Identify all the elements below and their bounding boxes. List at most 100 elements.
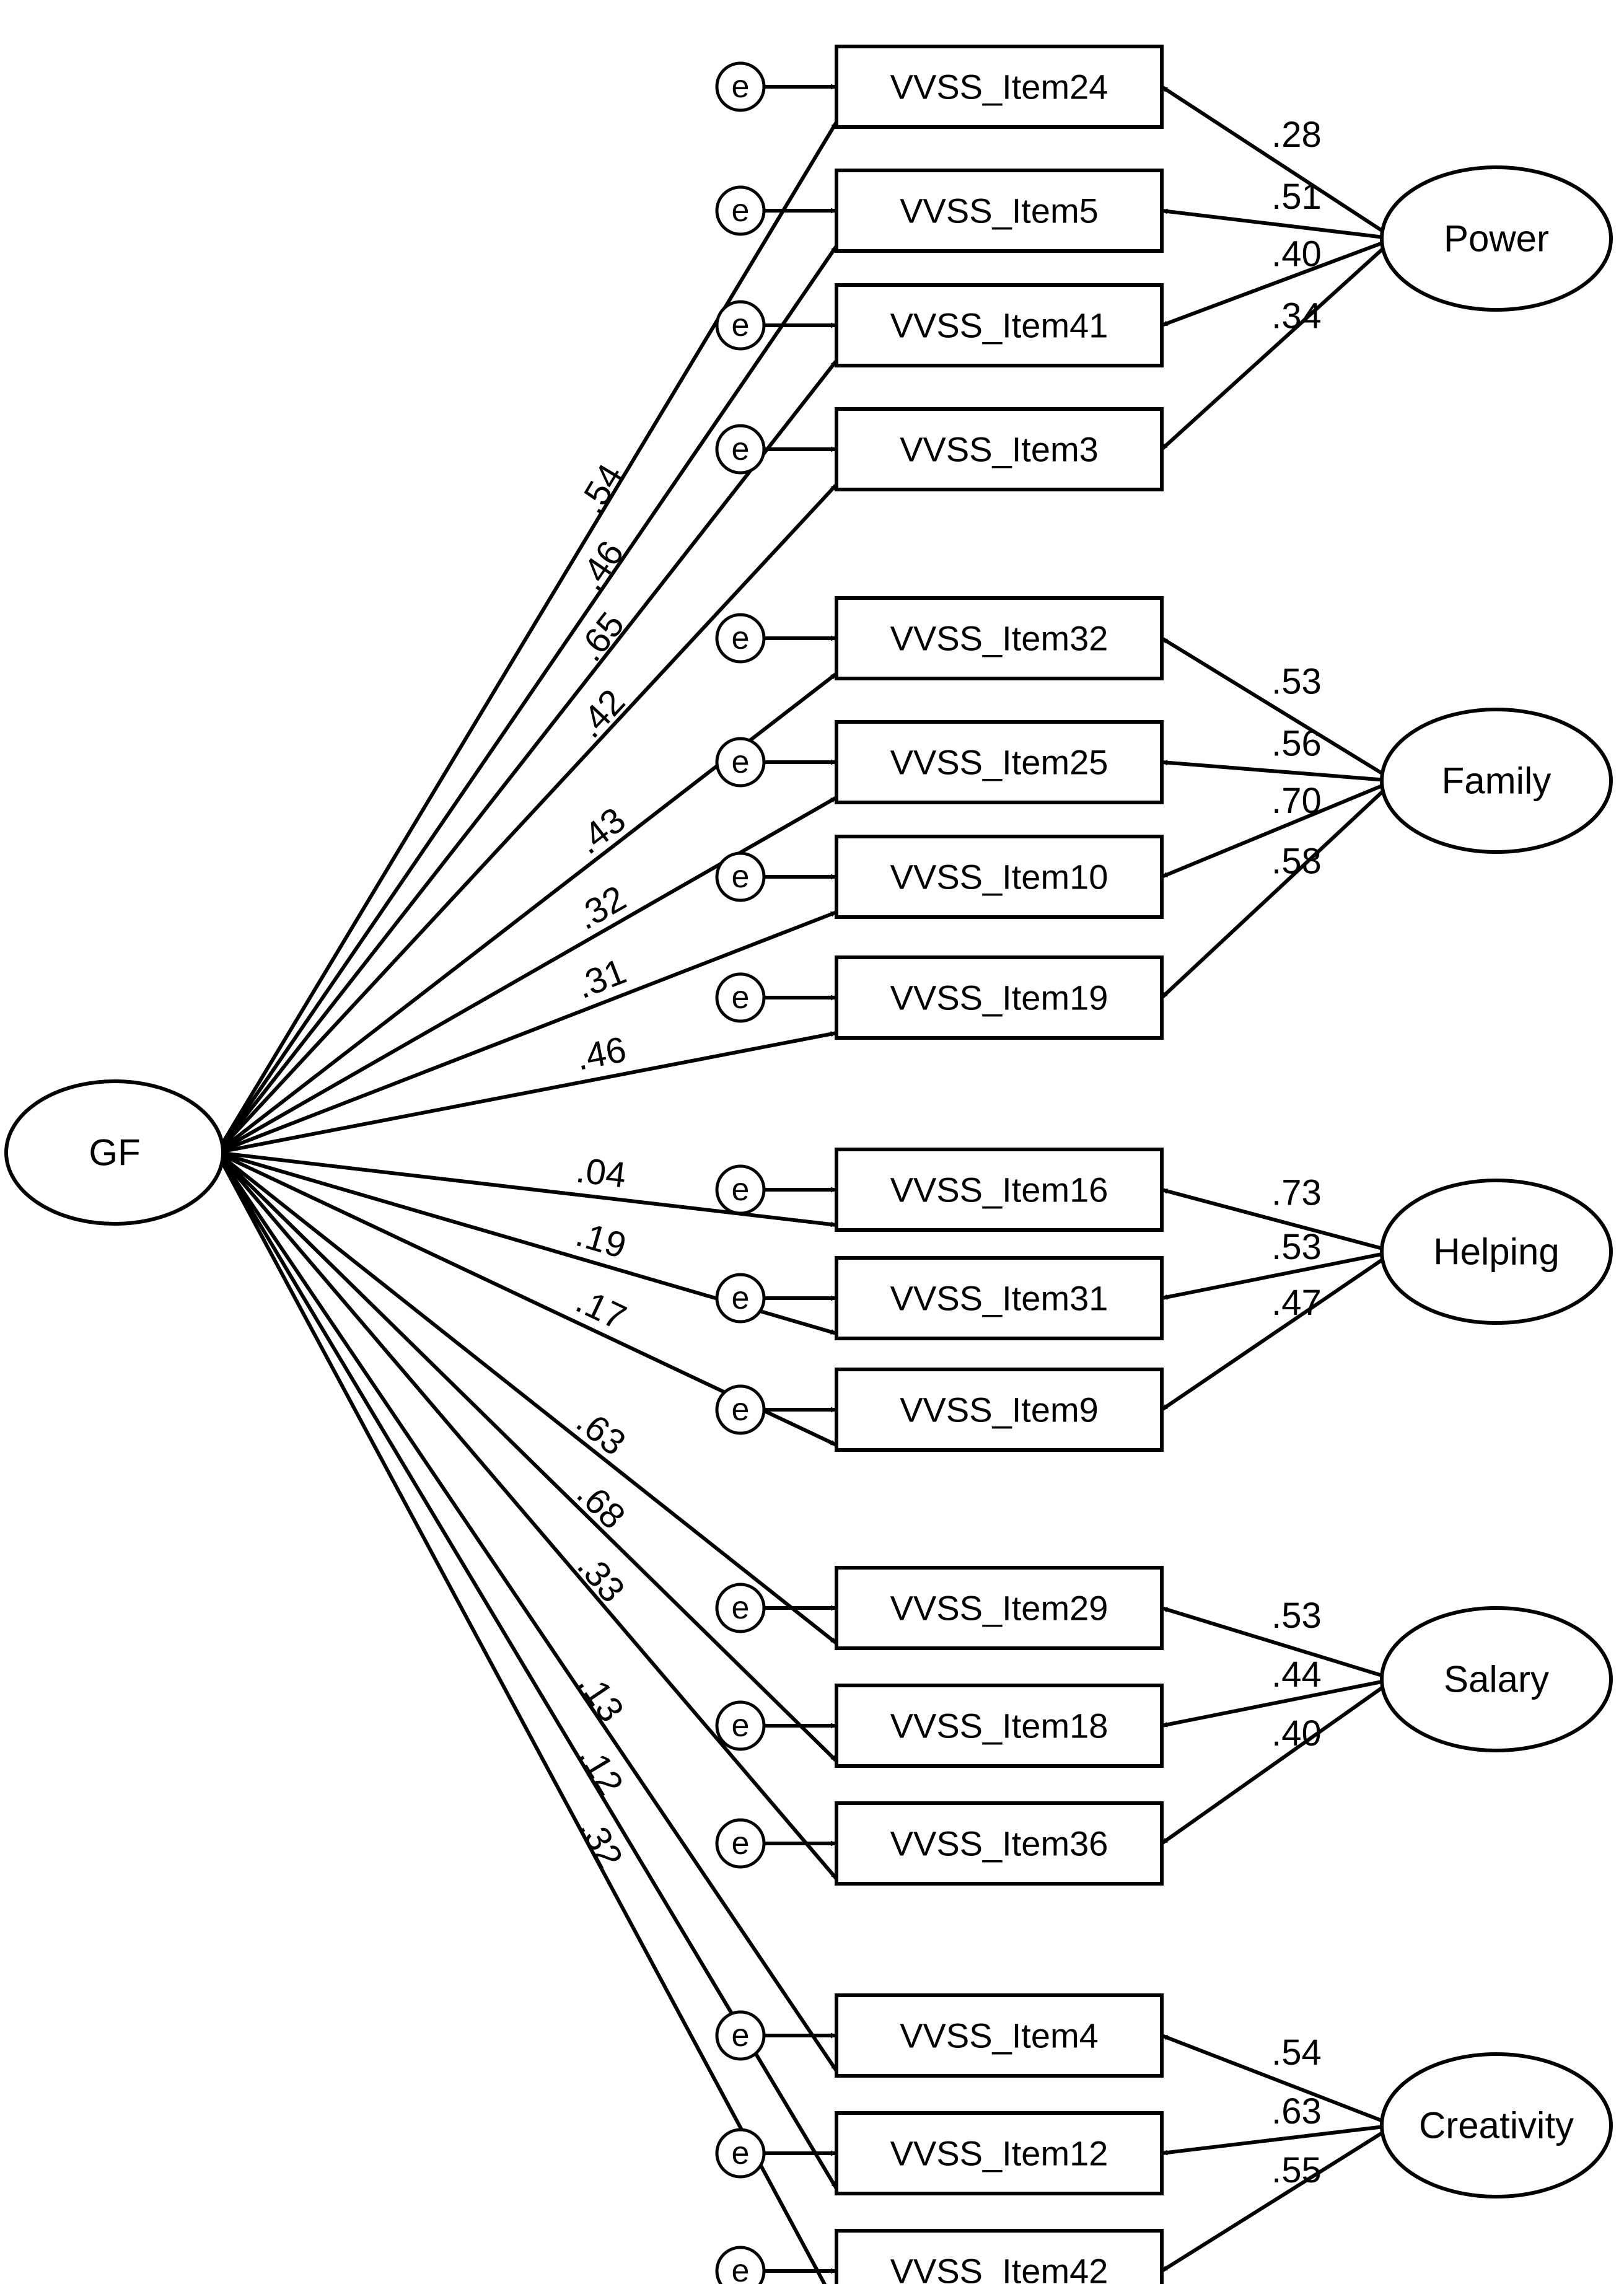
gf-loading-label: .04: [574, 1150, 628, 1196]
factor-path-VVSS_Item25: [1161, 760, 1395, 783]
error-label: e: [732, 2018, 750, 2053]
factor-loading-label: .73: [1271, 1173, 1322, 1213]
factor-loading-label: .53: [1271, 1227, 1322, 1267]
factor-label-creativity: Creativity: [1419, 2105, 1574, 2146]
error-circle: [715, 185, 766, 236]
error-label: e: [732, 1708, 750, 1744]
error-circle: [715, 737, 766, 788]
item-box-VVSS_Item25: [835, 720, 1164, 804]
item-label: VVSS_Item9: [900, 1390, 1099, 1430]
factor-label-salary: Salary: [1444, 1659, 1549, 1700]
factor-loading-label: .34: [1271, 296, 1322, 336]
error-label: e: [732, 980, 750, 1016]
factor-loading-label: .55: [1271, 2150, 1322, 2190]
gf-loading-label: .31: [571, 951, 632, 1007]
factor-path-VVSS_Item4: [1161, 2034, 1395, 2127]
factor-ellipse-power: [1380, 165, 1613, 312]
item-box-VVSS_Item10: [835, 835, 1164, 919]
error-label: e: [732, 744, 750, 780]
factor-path-VVSS_Item31: [1161, 1250, 1395, 1300]
factor-loading-label: .63: [1271, 2091, 1322, 2132]
factor-path-VVSS_Item24: [1161, 85, 1395, 240]
gf-loading-label: .43: [569, 799, 633, 862]
item-box-VVSS_Item12: [835, 2111, 1164, 2195]
error-circle: [715, 1583, 766, 1633]
factor-loading-label: .56: [1271, 724, 1322, 764]
item-label: VVSS_Item3: [900, 430, 1099, 469]
gf-loading-label: .32: [571, 1812, 630, 1875]
gf-path-VVSS_Item29: [216, 1151, 838, 1645]
error-label: e: [732, 859, 750, 895]
error-circle: [715, 1164, 766, 1215]
error-label: e: [732, 2135, 750, 2171]
factor-loading-label: .70: [1271, 781, 1322, 821]
gf-path-VVSS_Item41: [215, 359, 838, 1154]
item-label: VVSS_Item5: [900, 191, 1099, 231]
gf-loading-label: .33: [569, 1546, 633, 1610]
factor-path-VVSS_Item10: [1161, 779, 1395, 879]
gf-loading-label: .68: [569, 1473, 633, 1537]
factor-ellipse-salary: [1380, 1606, 1613, 1752]
item-box-VVSS_Item24: [835, 45, 1164, 129]
item-box-VVSS_Item41: [835, 283, 1164, 367]
item-box-VVSS_Item16: [835, 1148, 1164, 1232]
error-circle: [715, 300, 766, 351]
item-label: VVSS_Item36: [890, 1824, 1108, 1863]
gf-path-VVSS_Item19: [216, 1031, 837, 1154]
error-label: e: [732, 2253, 750, 2284]
error-label: e: [732, 1280, 750, 1316]
error-label: e: [732, 1172, 750, 1208]
gf-loading-label: .32: [569, 877, 633, 937]
error-circle: [715, 2128, 766, 2179]
factor-loading-label: .40: [1271, 1713, 1322, 1754]
gf-loading-label: .46: [570, 534, 631, 597]
factor-label-helping: Helping: [1433, 1231, 1559, 1273]
factor-label-power: Power: [1444, 218, 1549, 260]
error-label: e: [732, 620, 750, 656]
item-label: VVSS_Item19: [890, 978, 1108, 1017]
factor-loading-label: .53: [1271, 1596, 1322, 1636]
error-label: e: [732, 69, 750, 105]
item-label: VVSS_Item41: [890, 306, 1108, 345]
item-box-VVSS_Item31: [835, 1256, 1164, 1340]
factor-path-VVSS_Item9: [1161, 1250, 1395, 1412]
gf-loading-label: .65: [570, 605, 633, 669]
factor-path-VVSS_Item16: [1161, 1188, 1395, 1254]
item-label: VVSS_Item32: [890, 619, 1108, 658]
error-circle: [715, 1273, 766, 1324]
factor-path-VVSS_Item32: [1161, 636, 1395, 783]
item-box-VVSS_Item5: [835, 169, 1164, 253]
gf-loading-label: .46: [573, 1029, 629, 1078]
item-box-VVSS_Item42: [835, 2229, 1164, 2284]
factor-loading-label: .28: [1271, 115, 1322, 155]
item-label: VVSS_Item10: [890, 858, 1108, 897]
gf-path-VVSS_Item5: [215, 245, 838, 1154]
item-label: VVSS_Item24: [890, 68, 1108, 107]
error-circle: [715, 61, 766, 112]
item-box-VVSS_Item32: [835, 596, 1164, 680]
factor-path-VVSS_Item3: [1160, 237, 1396, 451]
gf-path-VVSS_Item18: [215, 1151, 838, 1763]
item-label: VVSS_Item12: [890, 2134, 1108, 2173]
gf-loading-label: .63: [569, 1401, 633, 1464]
error-label: e: [732, 307, 750, 343]
gf-path-VVSS_Item4: [215, 1151, 838, 2072]
error-circle: [715, 972, 766, 1023]
gf-loading-label: .12: [571, 1738, 631, 1802]
error-circle: [715, 424, 766, 475]
factor-loading-label: .54: [1271, 2032, 1322, 2073]
item-label: VVSS_Item25: [890, 743, 1108, 782]
factor-path-VVSS_Item42: [1161, 2124, 1395, 2273]
item-label: VVSS_Item31: [890, 1279, 1108, 1318]
item-label: VVSS_Item29: [890, 1589, 1108, 1628]
factor-ellipse-helping: [1380, 1179, 1613, 1325]
gf-path-VVSS_Item24: [215, 121, 838, 1154]
factor-path-VVSS_Item36: [1161, 1677, 1395, 1845]
factor-loading-label: .53: [1271, 662, 1322, 702]
factor-path-VVSS_Item18: [1161, 1677, 1395, 1728]
gf-loading-label: .17: [570, 1280, 633, 1338]
item-label: VVSS_Item42: [890, 2252, 1108, 2284]
factor-path-VVSS_Item12: [1161, 2124, 1395, 2156]
factor-path-VVSS_Item5: [1161, 208, 1395, 240]
